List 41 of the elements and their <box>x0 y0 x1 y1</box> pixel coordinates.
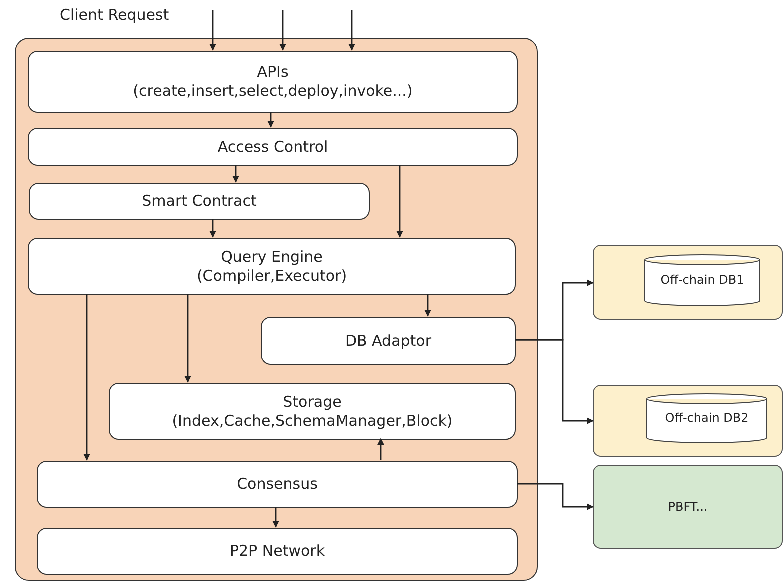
node-title: Off-chain DB1 <box>660 273 744 288</box>
node-subtitle: (create,insert,select,deploy,invoke...) <box>133 82 413 101</box>
layer-box <box>37 461 518 508</box>
arrow <box>210 10 216 51</box>
arrow <box>268 112 274 128</box>
arrow <box>272 507 280 528</box>
layer-box <box>28 238 516 295</box>
node-title: Storage <box>283 392 342 412</box>
arrow <box>348 10 356 51</box>
node-subtitle: (Index,Cache,SchemaManager,Block) <box>172 412 453 430</box>
arrow <box>210 219 216 238</box>
arrow <box>424 294 432 317</box>
database-panel <box>593 385 783 457</box>
arrow <box>232 165 240 183</box>
arrow <box>396 165 404 238</box>
node-title: APIs <box>257 63 289 82</box>
database-panel <box>593 245 783 320</box>
node-title: PBFT... <box>668 500 708 514</box>
node-title: DB Adaptor <box>345 332 432 350</box>
layer-box <box>261 317 516 365</box>
node-title: Off-chain DB2 <box>665 411 749 426</box>
arrow <box>515 339 594 424</box>
node-title: Consensus <box>237 475 318 494</box>
arrow <box>84 294 90 461</box>
layer-box <box>28 51 518 113</box>
node-title: P2P Network <box>230 542 326 561</box>
layer-box <box>29 183 370 220</box>
platform-panel <box>15 38 538 581</box>
arrow <box>184 294 192 383</box>
consensus-algorithm-box <box>593 465 783 549</box>
arrow <box>280 10 286 51</box>
node-title: Query Engine <box>221 248 323 266</box>
layer-box <box>109 383 516 440</box>
arrow <box>378 438 384 460</box>
input-label: Client Request <box>60 6 170 24</box>
node-title: Smart Contract <box>142 192 257 211</box>
arrow <box>517 483 594 510</box>
node-subtitle: (Compiler,Executor) <box>196 266 348 286</box>
node-title: Access Control <box>218 138 328 156</box>
layer-box <box>28 128 518 166</box>
layer-box <box>37 528 518 575</box>
